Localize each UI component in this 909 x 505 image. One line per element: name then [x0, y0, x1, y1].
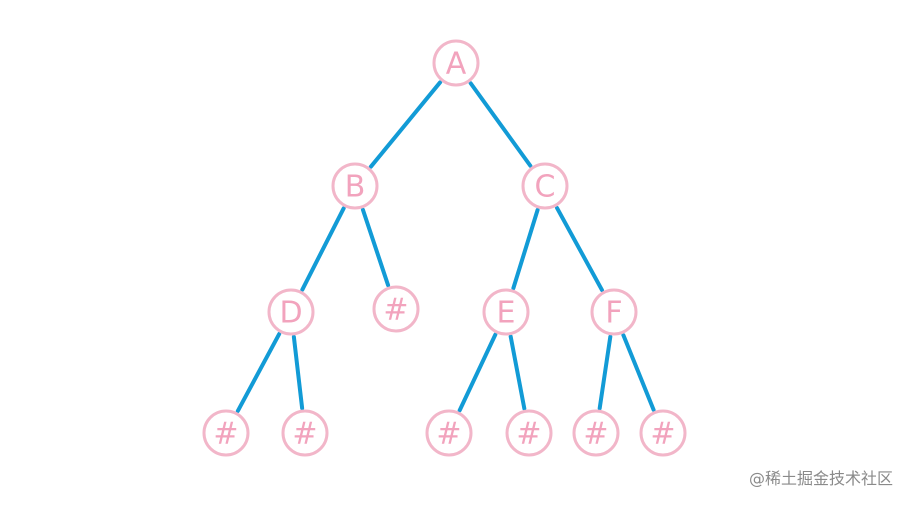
node-circle — [281, 409, 329, 457]
tree-node-A: A — [432, 39, 480, 87]
tree-node-D_right: # — [281, 409, 329, 457]
node-label: # — [516, 417, 541, 452]
node-circle — [572, 409, 620, 457]
tree-node-B: B — [331, 162, 379, 210]
node-circle — [267, 288, 315, 336]
node-circle — [425, 409, 473, 457]
node-label: E — [497, 296, 516, 331]
edge-E-E_right — [508, 334, 527, 411]
node-circle — [521, 162, 569, 210]
tree-node-E_left: # — [425, 409, 473, 457]
node-circle — [202, 409, 250, 457]
nodes-layer: A B C D # E F # # # # # # — [202, 39, 687, 457]
node-circle — [505, 409, 553, 457]
node-label: D — [279, 296, 302, 331]
node-circle — [482, 288, 530, 336]
edge-B-D — [300, 206, 346, 292]
node-label: A — [446, 47, 467, 82]
node-circle — [590, 288, 638, 336]
node-label: # — [583, 417, 608, 452]
edge-E-E_left — [457, 332, 498, 413]
node-label: # — [650, 417, 675, 452]
tree-node-B_right: # — [372, 285, 420, 333]
edge-C-E — [511, 207, 540, 291]
node-label: F — [605, 296, 622, 331]
node-label: # — [383, 293, 408, 328]
edge-F-F_left — [597, 334, 613, 411]
tree-node-E_right: # — [505, 409, 553, 457]
edge-A-B — [368, 80, 443, 169]
node-circle — [639, 409, 687, 457]
node-label: # — [436, 417, 461, 452]
tree-node-F_left: # — [572, 409, 620, 457]
tree-node-F_right: # — [639, 409, 687, 457]
tree-node-E: E — [482, 288, 530, 336]
node-label: # — [292, 417, 317, 452]
tree-node-D: D — [267, 288, 315, 336]
tree-node-C: C — [521, 162, 569, 210]
watermark: @稀土掘金技术社区 — [748, 469, 893, 488]
node-circle — [432, 39, 480, 87]
edge-B-B_right — [360, 207, 391, 288]
tree-node-F: F — [590, 288, 638, 336]
node-label: # — [213, 417, 238, 452]
tree-node-D_left: # — [202, 409, 250, 457]
edge-C-F — [555, 205, 604, 293]
node-circle — [372, 285, 420, 333]
node-label: C — [535, 170, 556, 205]
node-circle — [331, 162, 379, 210]
edge-D-D_left — [235, 332, 282, 413]
node-label: B — [345, 170, 366, 205]
edge-A-C — [468, 81, 533, 168]
edge-F-F_right — [621, 333, 656, 412]
edge-D-D_right — [291, 334, 305, 411]
edges-layer — [235, 80, 656, 413]
